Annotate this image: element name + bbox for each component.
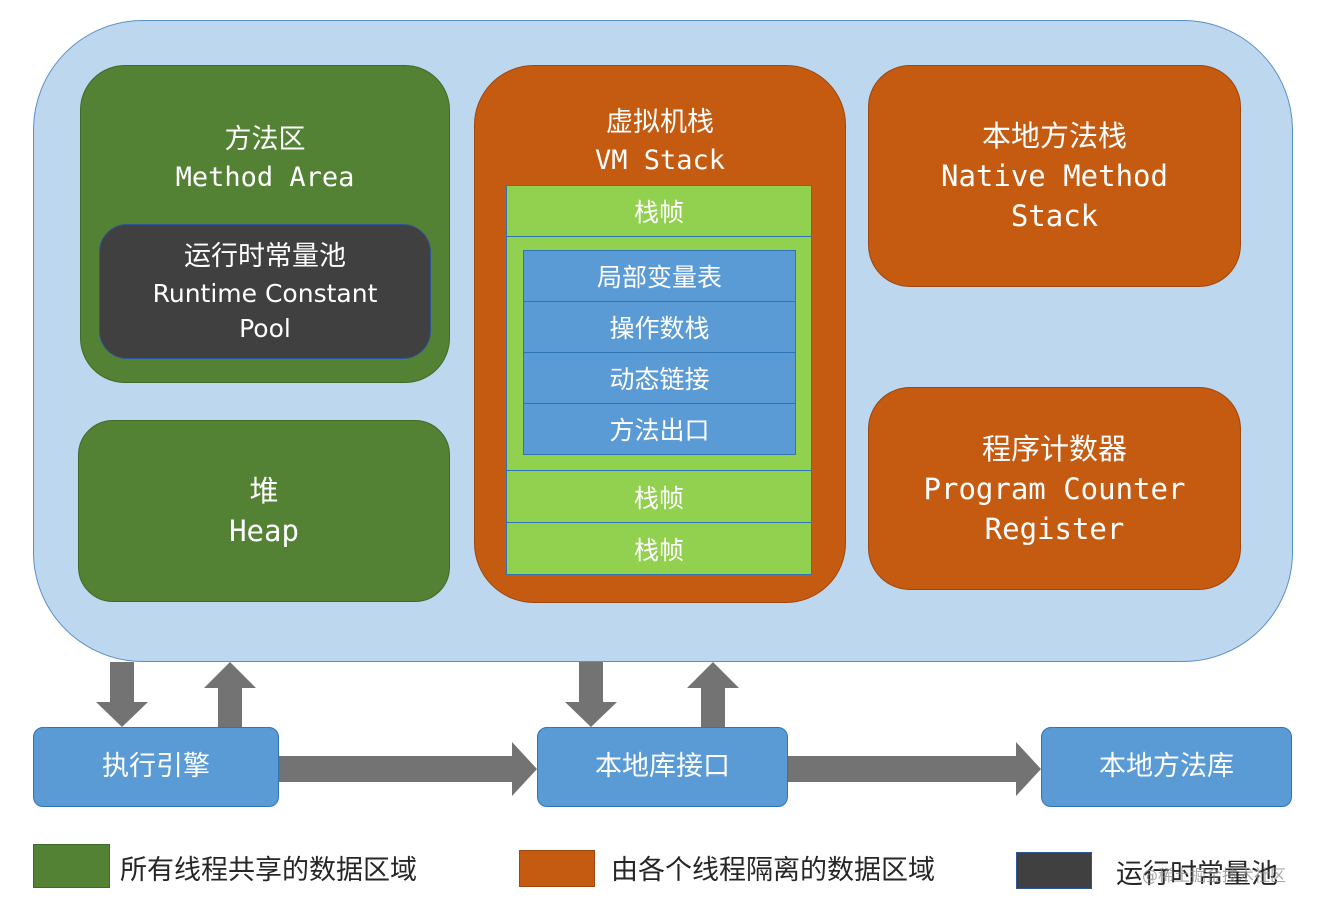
- arrow-interface-to-library: [788, 742, 1041, 796]
- frame-item-dynamic-linking-label: 动态链接: [609, 365, 710, 394]
- frame-item-operand-stack: 操作数栈: [523, 301, 796, 353]
- arrow-up-from-engine: [204, 662, 256, 727]
- arrow-up-from-interface: [687, 662, 739, 727]
- frame-item-dynamic-linking: 动态链接: [523, 352, 796, 404]
- program-counter-en-line2: Register: [984, 511, 1125, 546]
- arrow-down-to-engine: [96, 662, 148, 727]
- arrow-engine-to-interface: [279, 742, 537, 796]
- legend-swatch-shared: [33, 844, 110, 888]
- vm-stack-zh: 虚拟机栈: [606, 107, 714, 138]
- legend-label-isolated: 由各个线程隔离的数据区域: [611, 855, 935, 886]
- method-area-en: Method Area: [175, 162, 355, 193]
- program-counter-zh: 程序计数器: [981, 431, 1127, 466]
- stack-frame-3: 栈帧: [506, 522, 812, 575]
- native-method-stack-en-line2: Stack: [1010, 199, 1099, 233]
- native-library-interface-label: 本地库接口: [595, 751, 730, 782]
- frame-item-local-variables-label: 局部变量表: [596, 263, 722, 292]
- native-method-stack-en-line1: Native Method: [941, 159, 1168, 193]
- legend-swatch-isolated: [519, 850, 595, 887]
- frame-item-return-address: 方法出口: [523, 403, 796, 455]
- stack-frame-top-label: 栈帧: [633, 198, 684, 227]
- stack-frame-top: 栈帧: [506, 185, 812, 237]
- stack-frame-3-label: 栈帧: [633, 535, 684, 565]
- native-method-stack: 本地方法栈 Native Method Stack: [868, 65, 1241, 287]
- method-area-zh: 方法区: [224, 124, 306, 155]
- native-method-stack-zh: 本地方法栈: [981, 119, 1127, 153]
- legend-label-constant-pool: 运行时常量池: [1116, 859, 1278, 890]
- program-counter-en-line1: Program Counter: [923, 471, 1186, 506]
- legend-label-shared: 所有线程共享的数据区域: [120, 855, 417, 886]
- heap-en: Heap: [229, 514, 299, 548]
- stack-frame-2-label: 栈帧: [633, 483, 684, 513]
- legend-swatch-constant-pool: [1016, 852, 1092, 889]
- execution-engine-label: 执行引擎: [102, 751, 210, 782]
- runtime-constant-pool-zh: 运行时常量池: [184, 240, 346, 272]
- frame-item-operand-stack-label: 操作数栈: [609, 314, 710, 343]
- native-library-interface: 本地库接口: [537, 727, 788, 807]
- native-method-library-label: 本地方法库: [1099, 751, 1234, 782]
- watermark: @稀土掘金技术社区: [1142, 866, 1287, 885]
- heap: 堆 Heap: [78, 420, 450, 602]
- native-method-library: 本地方法库: [1041, 727, 1292, 807]
- heap-zh: 堆: [249, 474, 279, 508]
- program-counter-register: 程序计数器 Program Counter Register: [868, 387, 1241, 590]
- arrow-down-to-interface: [565, 662, 617, 727]
- vm-stack-en: VM Stack: [594, 145, 726, 176]
- execution-engine: 执行引擎: [33, 727, 279, 807]
- frame-item-return-address-label: 方法出口: [609, 416, 710, 445]
- runtime-constant-pool-en-line2: Pool: [239, 313, 291, 343]
- runtime-constant-pool: 运行时常量池 Runtime Constant Pool: [99, 224, 431, 359]
- runtime-constant-pool-en-line1: Runtime Constant: [152, 278, 378, 308]
